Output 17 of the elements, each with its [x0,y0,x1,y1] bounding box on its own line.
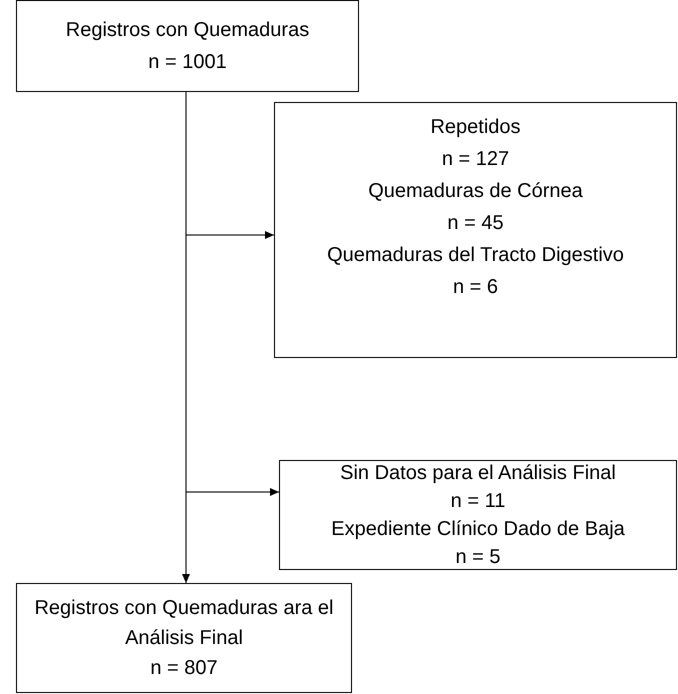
box-text: Quemaduras del Tracto Digestivo [326,243,625,268]
box-text: n = 45 [446,211,505,236]
process-box [274,102,677,358]
box-text: Quemaduras de Córnea [367,179,584,204]
box-text: Expediente Clínico Dado de Baja [330,517,626,542]
box-text: n = 6 [452,275,500,300]
box-text: Registros con Quemaduras [64,18,310,43]
box-text: Repetidos [429,115,522,140]
box-text: n = 127 [440,147,510,172]
box-text: n = 1001 [147,50,228,75]
process-box [16,0,359,92]
process-box [16,583,352,693]
box-text: n = 5 [454,545,502,570]
box-text: n = 807 [149,656,219,681]
box-text: Sin Datos para el Análisis Final [339,461,617,486]
box-text: n = 11 [450,489,506,514]
process-box [279,460,677,570]
